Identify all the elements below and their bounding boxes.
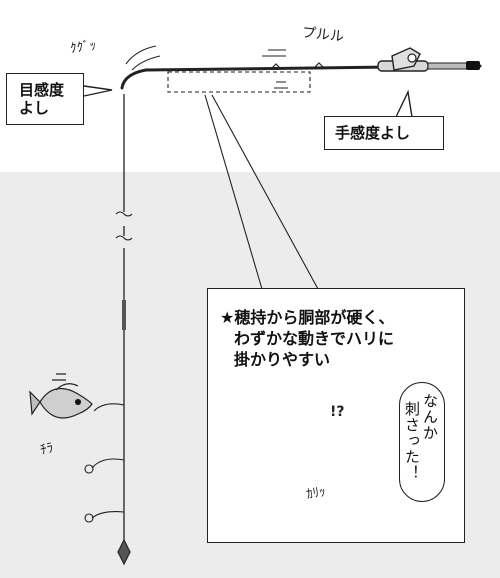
rod-grip bbox=[377, 47, 480, 72]
sfx-surprise: !? bbox=[330, 404, 345, 420]
speech-bubble: なんか 刺さった！ bbox=[399, 382, 445, 502]
hooks bbox=[84, 403, 125, 523]
eye-sensitivity-text: 目感度 よし bbox=[19, 81, 65, 117]
hand-sensitivity-callout: 手感度よし bbox=[324, 116, 444, 150]
small-fish bbox=[29, 373, 93, 419]
eye-sensitivity-callout: 目感度 よし bbox=[6, 73, 84, 125]
inset-line-2: わずかな動きでハリに bbox=[234, 329, 395, 348]
inset-caption: ★穂持から胴部が硬く、 わずかな動きでハリに 掛かりやすい bbox=[220, 307, 460, 370]
hand-sensitivity-text: 手感度よし bbox=[335, 124, 411, 142]
sfx-pururu: プルル bbox=[301, 24, 345, 46]
sfx-kugu: ｸｸﾞｯ bbox=[69, 38, 98, 57]
sfx-kari: ｶﾘｯ bbox=[305, 484, 328, 503]
inset-line-1: ★穂持から胴部が硬く、 bbox=[220, 308, 395, 327]
inset-line-3: 掛かりやすい bbox=[234, 350, 331, 369]
speech-column-1: なんか bbox=[421, 393, 439, 441]
speech-column-2: 刺さった！ bbox=[403, 401, 421, 481]
